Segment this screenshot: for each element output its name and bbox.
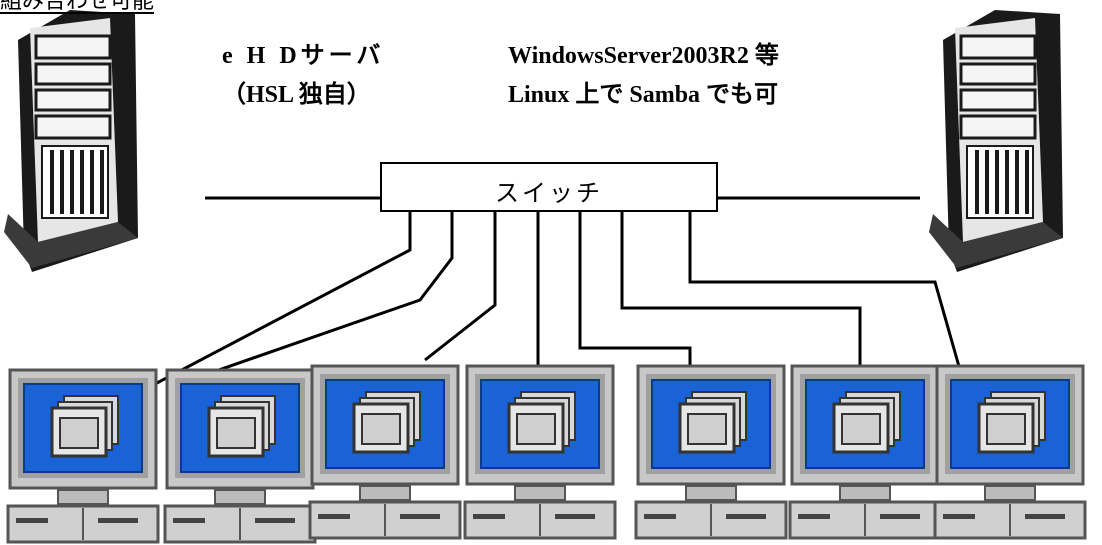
file-server-label: WindowsServer2003R2 等 xyxy=(508,43,779,69)
ehd-server-icon xyxy=(2,8,140,274)
client-pc-icon xyxy=(463,364,617,540)
ehd-server-sublabel: （HSL 独自） xyxy=(222,82,371,108)
file-server-sublabel: Linux 上で Samba でも可 xyxy=(508,82,779,108)
link-client-1 xyxy=(154,212,412,386)
link-client-7 xyxy=(688,212,962,371)
client-pc-icon xyxy=(163,368,317,544)
client-pc-icon xyxy=(788,364,942,540)
client-pc-icon xyxy=(634,364,788,540)
network-links xyxy=(154,196,962,386)
switch-node: スイッチ xyxy=(380,162,718,212)
switch-label: スイッチ xyxy=(495,181,603,207)
client-pc-icon xyxy=(308,364,462,540)
link-client-2 xyxy=(189,212,454,382)
client-pc-icon xyxy=(6,368,160,544)
link-client-3 xyxy=(424,212,497,362)
file-server-icon xyxy=(927,8,1065,274)
client-pc-icon xyxy=(933,364,1087,540)
caption-text: 組み合わせ可能 xyxy=(0,0,155,14)
link-client-6 xyxy=(620,212,862,366)
link-client-5 xyxy=(578,212,692,366)
ehd-server-label: e H Dサーバ xyxy=(222,43,385,69)
